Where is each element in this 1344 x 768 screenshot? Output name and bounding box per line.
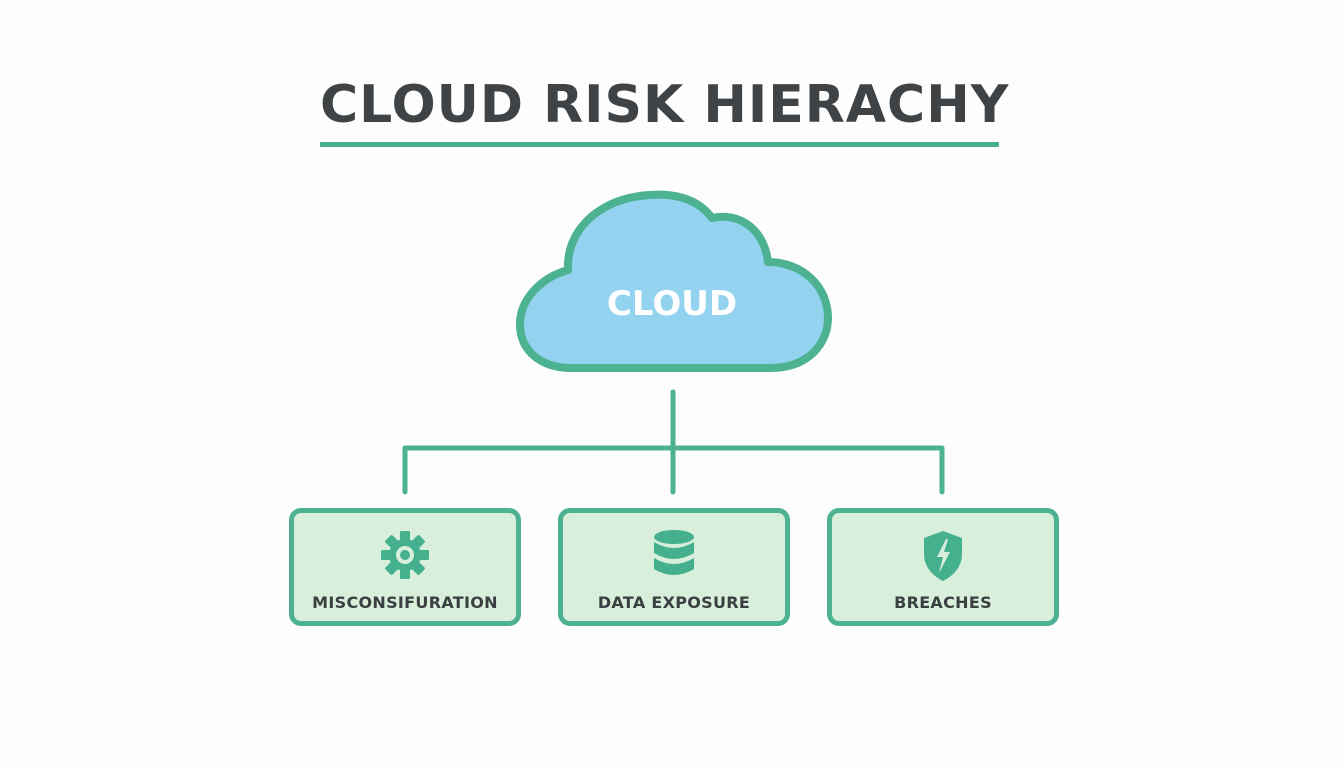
- connector-branch: [402, 445, 945, 495]
- node-label: BREACHES: [894, 593, 992, 612]
- node-label: MISCONSIFURATION: [312, 593, 498, 612]
- connector-lines: [402, 389, 945, 495]
- node-label: DATA EXPOSURE: [597, 593, 751, 612]
- gear-icon: [381, 531, 429, 579]
- node-data-exposure: DATA EXPOSURE: [558, 508, 790, 626]
- node-misconfiguration: MISCONSIFURATION: [289, 508, 521, 626]
- shield-lightning-icon: [924, 531, 962, 581]
- cloud-shape: [516, 190, 832, 372]
- page-title: CLOUD RISK HIERACHY: [320, 75, 1010, 135]
- node-breaches: BREACHES: [827, 508, 1059, 626]
- title-underline: [320, 142, 999, 147]
- cloud-label: CLOUD: [607, 284, 737, 324]
- database-icon: [654, 530, 694, 575]
- cloud-node: CLOUD: [516, 190, 832, 372]
